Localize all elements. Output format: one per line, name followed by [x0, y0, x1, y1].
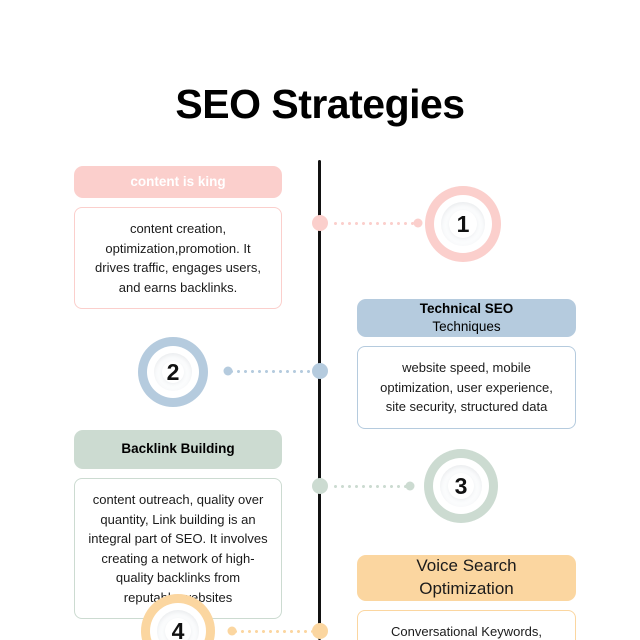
connector-line-2 — [228, 369, 312, 373]
circle-ring-inner-c — [162, 361, 184, 383]
step-4-header: Voice Search Optimization — [357, 555, 576, 601]
connector-endpoint-1 — [413, 218, 423, 228]
step-1-number-circle: 1 — [425, 186, 501, 262]
step-4-block: Voice Search Optimization Conversational… — [357, 555, 576, 640]
timeline-node-1 — [311, 215, 328, 231]
step-4-body: Conversational Keywords, Featured Snippe… — [357, 610, 576, 640]
step-3-block: Backlink Building content outreach, qual… — [74, 430, 282, 619]
step-1-body: content creation, optimization,promotion… — [74, 207, 282, 309]
connector-endpoint-4 — [227, 626, 237, 636]
connector-line-3 — [332, 484, 410, 488]
circle-ring-inner-c — [449, 210, 477, 238]
step-2-number-circle: 2 — [138, 337, 208, 407]
step-3-body: content outreach, quality over quantity,… — [74, 478, 282, 619]
step-4-number: 4 — [171, 617, 185, 640]
connector-line-1 — [332, 221, 418, 225]
timeline-node-4 — [311, 623, 328, 639]
timeline-bar — [318, 160, 321, 640]
step-3-number: 3 — [454, 472, 468, 499]
step-3-number-circle: 3 — [424, 449, 498, 523]
connector-endpoint-2 — [223, 366, 233, 376]
step-4-header-title: Voice Search Optimization — [416, 556, 517, 598]
step-2-number: 2 — [166, 358, 180, 385]
step-1-header-title: content is king — [130, 173, 226, 189]
step-1-block: content is king content creation, optimi… — [74, 166, 282, 309]
circle-ring-inner-c — [448, 473, 474, 499]
step-1-header: content is king — [74, 166, 282, 198]
circle-ring-inner-c — [165, 618, 191, 640]
connector-endpoint-3 — [405, 481, 415, 491]
step-2-header: Technical SEO Techniques — [357, 299, 576, 337]
step-2-body: website speed, mobile optimization, user… — [357, 346, 576, 429]
step-3-header-title: Backlink Building — [121, 441, 235, 457]
step-2-header-subtitle: Techniques — [432, 319, 501, 334]
timeline-node-2 — [311, 363, 328, 379]
timeline-node-3 — [311, 478, 328, 494]
step-2-header-title: Technical SEO — [419, 300, 514, 316]
step-2-block: Technical SEO Techniques website speed, … — [357, 299, 576, 429]
step-3-header: Backlink Building — [74, 430, 282, 469]
connector-line-4 — [232, 629, 312, 633]
page-title: SEO Strategies — [175, 81, 465, 127]
step-1-number: 1 — [456, 210, 470, 237]
